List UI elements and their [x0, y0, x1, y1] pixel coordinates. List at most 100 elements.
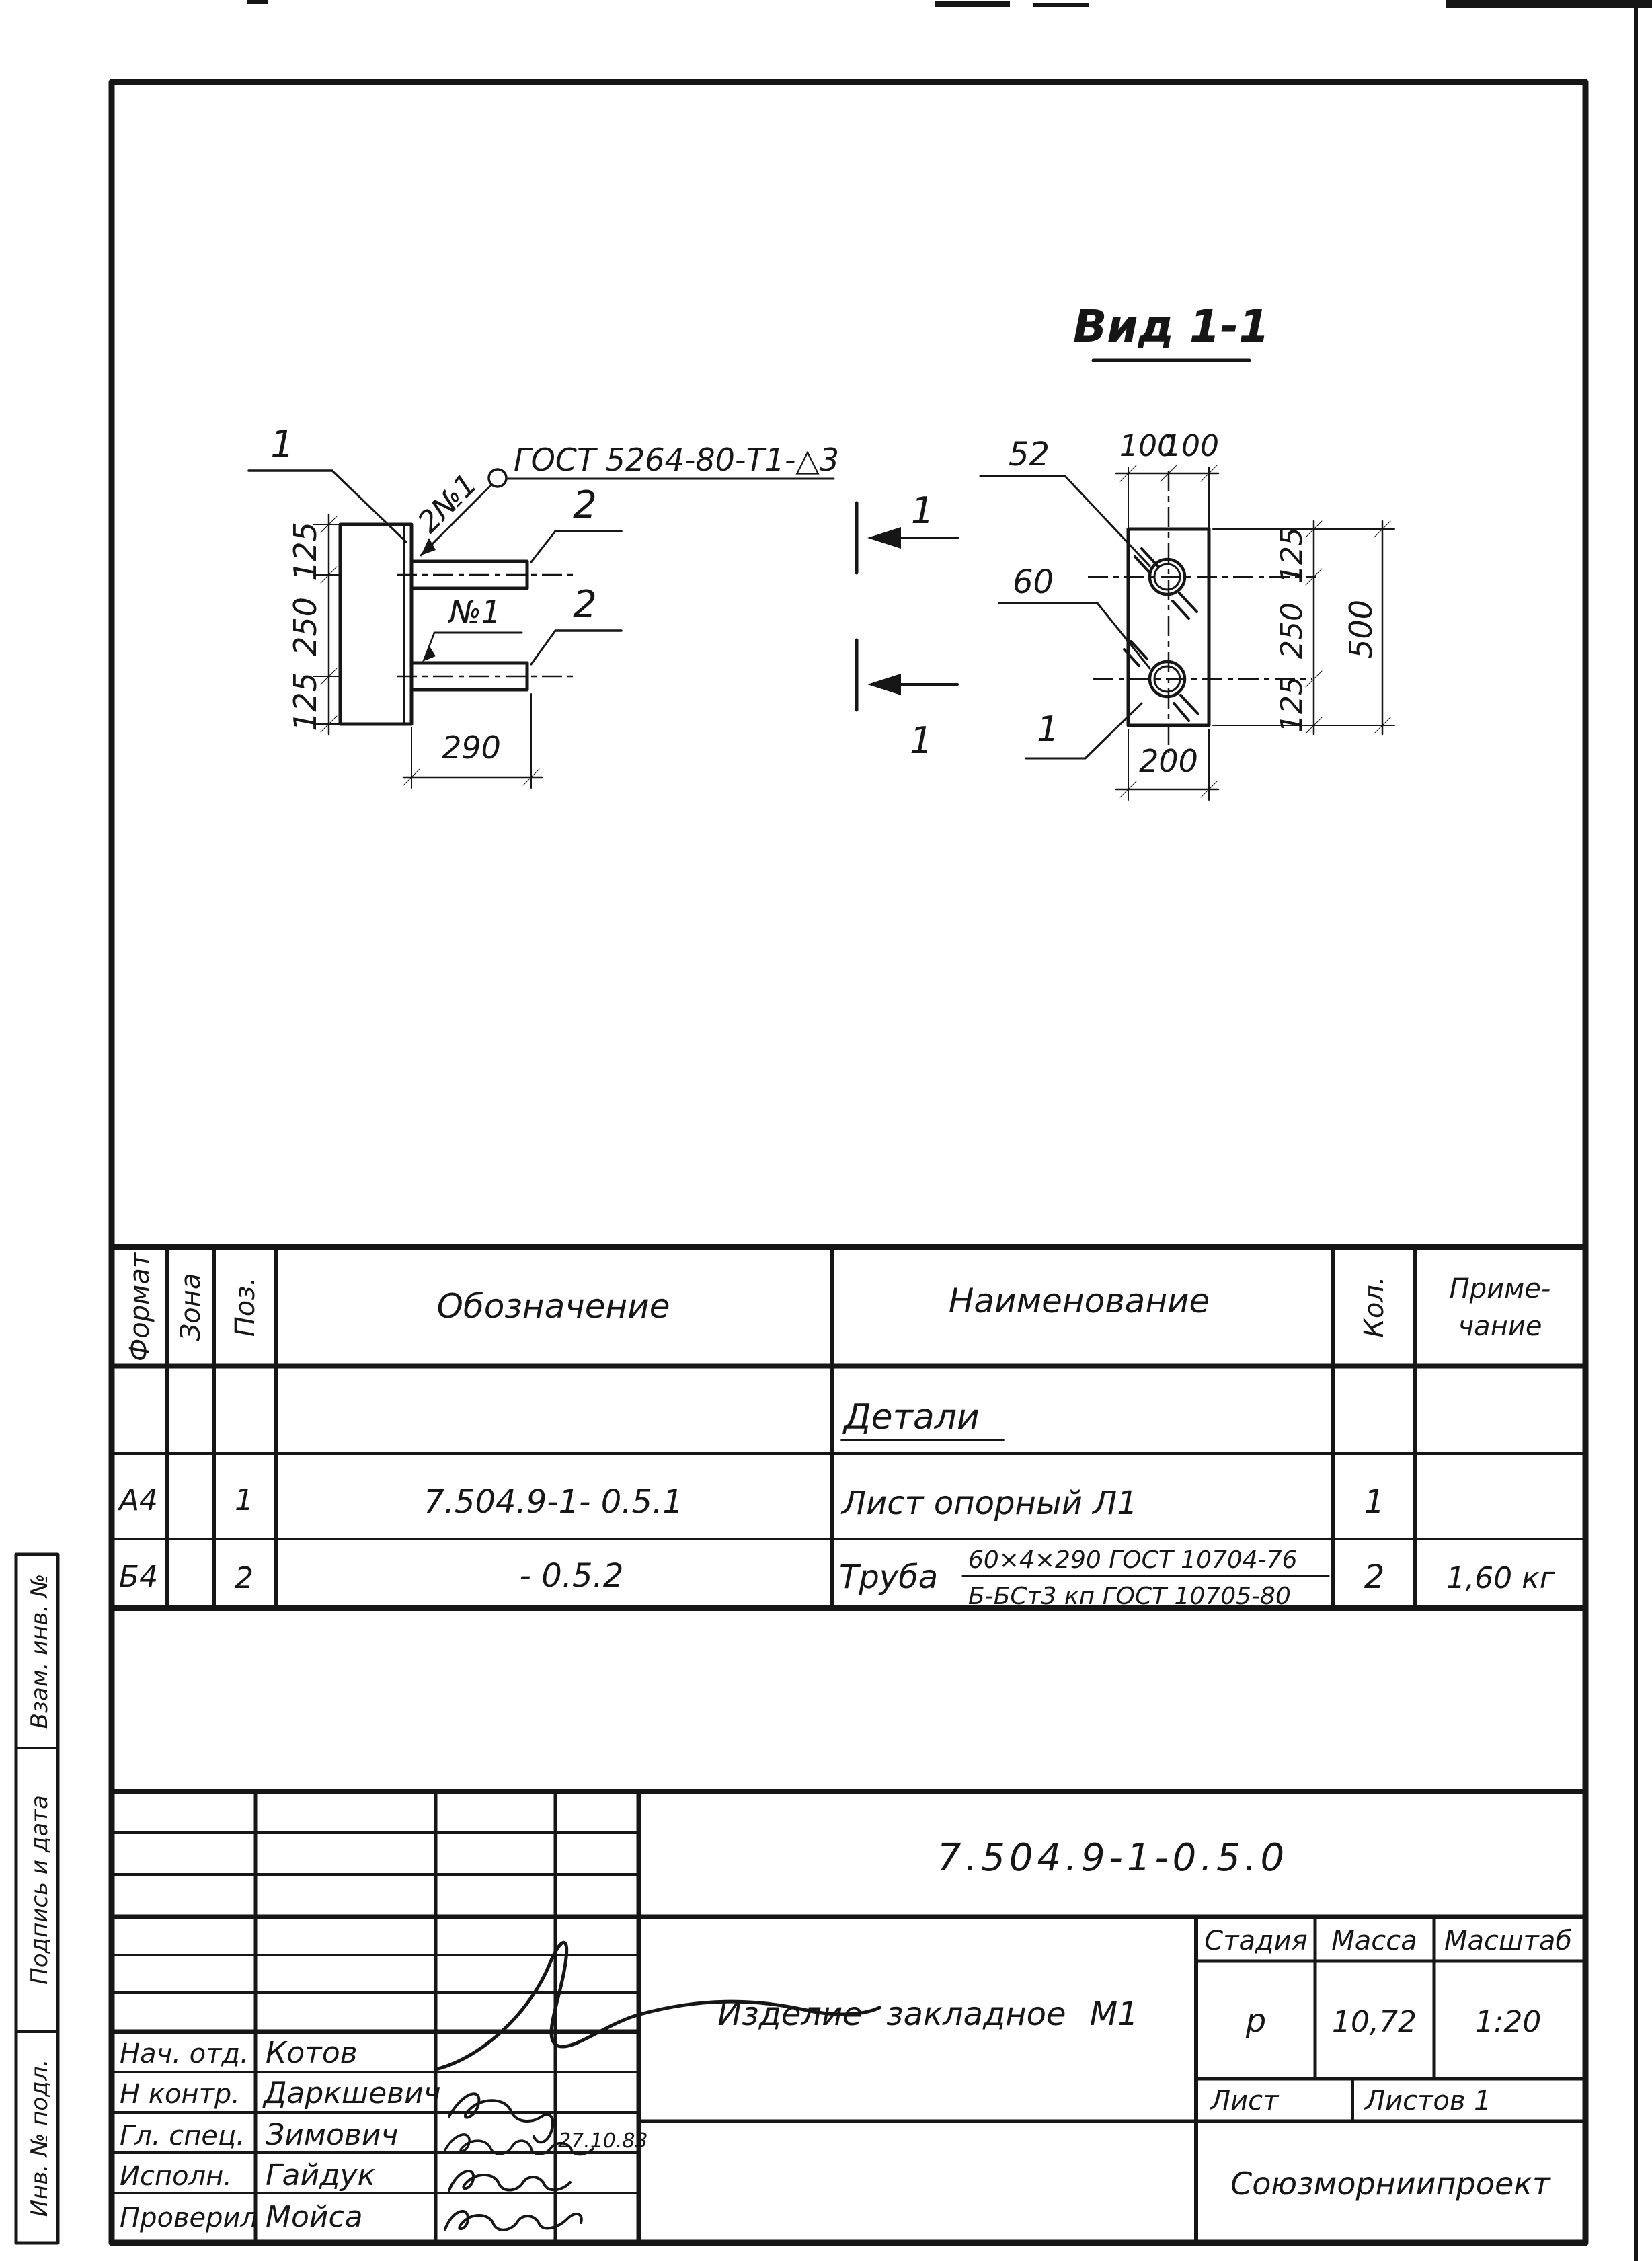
dim-290: 290 [402, 693, 543, 789]
table-row: Б4 2 - 0.5.2 Труба 60×4×290 ГОСТ 10704-7… [119, 1546, 1556, 1610]
row2-format: Б4 [119, 1560, 158, 1594]
callout-tube-top: 2 [530, 483, 623, 563]
dim-500: 500 [1343, 520, 1391, 736]
callout-60: 60 [998, 563, 1151, 670]
weld-note-gost: ГОСТ 5264-80-Т1-△3 [514, 442, 839, 478]
sig-date-2: 27.10.83 [558, 2129, 648, 2153]
group-title-details: Детали [842, 1397, 980, 1437]
dim-chain-right: 125 250 125 [1212, 520, 1395, 736]
scale-label: Масштаб [1444, 1926, 1572, 1956]
row2-note: 1,60 кг [1446, 1561, 1556, 1595]
signature-darkshevich [448, 2092, 555, 2144]
margin-label-inv-orig: Инв. № подл. [26, 2059, 53, 2217]
section-arrow-top-icon [867, 527, 901, 549]
col-header-zone: Зона [175, 1273, 206, 1341]
organization-name: Союзморниипроект [1230, 2166, 1551, 2202]
margin-strip: Взам. инв. № Подпись и дата Инв. № подл. [14, 1552, 60, 2245]
signature-moisa [444, 2210, 583, 2231]
view-side-elevation: 125 250 125 290 1 ГОСТ 5264-80-Т1-△3 2№ [247, 423, 839, 789]
sig-role-1: Н контр. [120, 2079, 240, 2110]
sig-name-0: Котов [266, 2036, 358, 2070]
col-header-name: Наименование [949, 1281, 1210, 1320]
mass-label: Масса [1331, 1926, 1417, 1956]
dim-100-100: 100 100 [1115, 429, 1220, 530]
col-header-format: Формат [124, 1251, 155, 1361]
sig-name-4: Мойса [266, 2200, 363, 2234]
weld-arrowhead [421, 538, 436, 555]
doc-number: 7.504.9-1-0.5.0 [937, 1836, 1288, 1880]
table-row: А4 1 7.504.9-1- 0.5.1 Лист опорный Л1 1 [117, 1483, 1384, 1522]
margin-label-sign-date: Подпись и дата [26, 1795, 53, 1985]
signature-flourish [434, 1940, 881, 2071]
row2-pos: 2 [235, 1561, 253, 1595]
parts-table: Формат Зона Поз. Обозначение Наименовани… [112, 1244, 1585, 1611]
row2-fraction-top: 60×4×290 ГОСТ 10704-76 [968, 1546, 1297, 1574]
dim-100-left: 100 [1119, 429, 1176, 463]
dim-chain-left: 125 250 125 [287, 513, 345, 736]
dim-125-top-front: 125 [1275, 527, 1309, 584]
row2-name: Труба [839, 1558, 938, 1596]
callout-1-front-label: 1 [1037, 709, 1059, 750]
section-arrow-bottom-icon [867, 674, 901, 695]
row1-name: Лист опорный Л1 [840, 1484, 1138, 1522]
signature-gaiduk [448, 2170, 572, 2192]
callout-60-label: 60 [1013, 563, 1054, 601]
row1-qty: 1 [1364, 1483, 1385, 1521]
row1-designation: 7.504.9-1- 0.5.1 [424, 1483, 683, 1521]
section-label-top: 1 [911, 489, 934, 532]
signature-zimovich [444, 2133, 594, 2156]
dim-100-right: 100 [1163, 429, 1219, 463]
weld-leader: ГОСТ 5264-80-Т1-△3 2№1 [411, 442, 839, 557]
dim-125-bottom-front: 125 [1275, 676, 1309, 733]
section-label-bottom: 1 [910, 719, 933, 762]
dim-290-label: 290 [442, 729, 501, 766]
tube-bottom-section [1148, 660, 1187, 699]
tube-top-section [1148, 557, 1187, 596]
title-block: 7.504.9-1-0.5.0 Изделие закладное М1 Ста… [112, 1789, 1585, 2243]
sig-role-2: Гл. спец. [120, 2120, 245, 2151]
col-header-pos: Поз. [230, 1277, 261, 1337]
dim-125-bottom-side: 125 [287, 672, 323, 731]
scale-value: 1:20 [1475, 2005, 1542, 2039]
dim-500-label: 500 [1343, 600, 1379, 659]
margin-label-replace-inv: Взам. инв. № [26, 1574, 53, 1729]
callout-52: 52 [979, 436, 1151, 567]
section-marks: 1 1 [855, 489, 959, 762]
view-1-1: Вид 1-1 100 100 [979, 301, 1395, 801]
col-header-note-line2: чание [1458, 1311, 1542, 1342]
signature-scribbles [434, 1940, 881, 2231]
dim-200-label: 200 [1139, 743, 1198, 779]
sheets-label: Листов 1 [1364, 2086, 1491, 2116]
drawing-frame [108, 79, 1589, 2246]
sig-name-3: Гайдук [266, 2158, 376, 2192]
mass-value: 10,72 [1332, 2005, 1417, 2039]
col-header-qty: Кол. [1359, 1276, 1390, 1337]
weld-all-around-icon [487, 468, 508, 488]
view-1-1-title: Вид 1-1 [1073, 301, 1269, 352]
col-header-note-line1: Приме- [1450, 1273, 1551, 1304]
weld-number-leader: №1 [422, 594, 523, 662]
weld-tick-marks [1123, 547, 1199, 722]
sig-name-1: Даркшевич [262, 2076, 441, 2110]
dim-125-top-side: 125 [287, 522, 323, 581]
col-header-designation: Обозначение [437, 1287, 670, 1326]
weld-num-arrowhead [422, 645, 436, 662]
sig-role-0: Нач. отд. [120, 2038, 249, 2069]
callout-52-label: 52 [1009, 436, 1050, 473]
row1-format: А4 [117, 1483, 158, 1517]
sig-name-2: Зимович [266, 2118, 398, 2152]
row1-pos: 1 [235, 1483, 253, 1517]
stage-value: р [1245, 2002, 1266, 2040]
dim-250-side: 250 [287, 597, 323, 656]
product-title: Изделие закладное М1 [717, 1995, 1138, 2033]
dim-200: 200 [1115, 729, 1220, 801]
plate-outline-side [338, 522, 414, 726]
signature-rows: Нач. отд. Котов Н контр. Даркшевич Гл. с… [120, 2036, 648, 2234]
stage-label: Стадия [1204, 1926, 1307, 1956]
sig-role-3: Исполн. [120, 2161, 232, 2192]
row2-qty: 2 [1364, 1558, 1385, 1596]
sheet-label: Лист [1209, 2086, 1280, 2116]
